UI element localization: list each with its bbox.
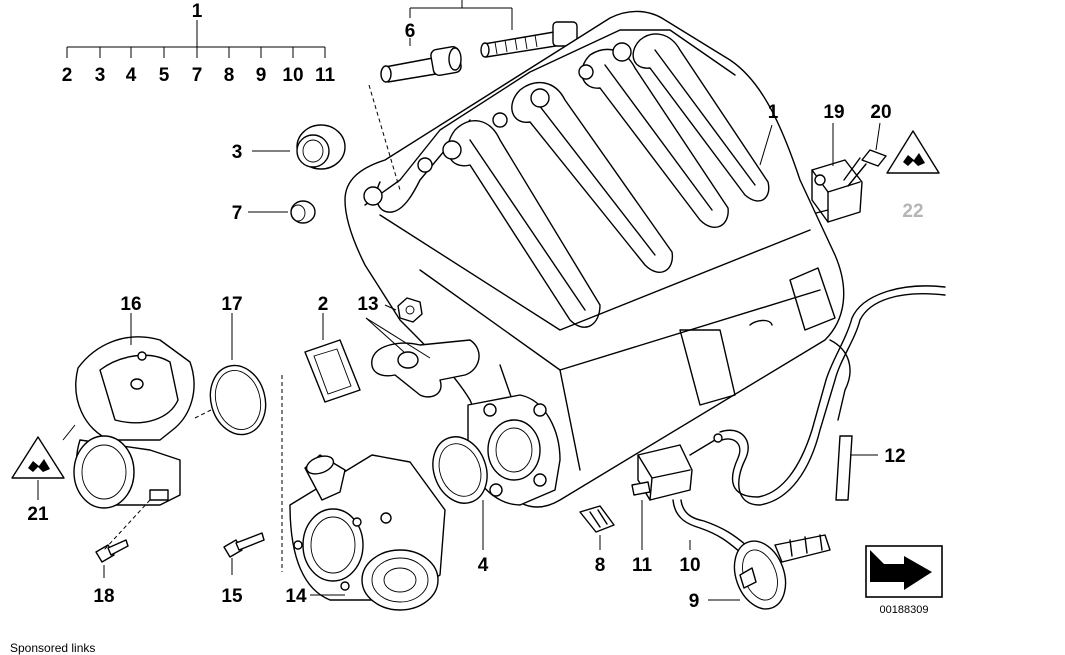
callout-5-kit[interactable]: 5 bbox=[159, 65, 170, 86]
callout-19[interactable]: 19 bbox=[823, 102, 844, 123]
callout-9-kit[interactable]: 9 bbox=[256, 65, 267, 86]
part-17-gasket[interactable] bbox=[203, 359, 273, 441]
part-18-bolt[interactable] bbox=[95, 539, 129, 563]
callout-1-manifold[interactable]: 1 bbox=[768, 102, 779, 123]
kit-bracket bbox=[66, 20, 326, 58]
callout-8[interactable]: 8 bbox=[595, 555, 606, 576]
sponsored-links-label: Sponsored links bbox=[10, 641, 96, 655]
callout-9[interactable]: 9 bbox=[689, 591, 700, 612]
callout-14[interactable]: 14 bbox=[285, 586, 307, 607]
callout-16[interactable]: 16 bbox=[120, 294, 141, 315]
part-10-hose[interactable] bbox=[672, 499, 747, 553]
part-12-vacuum-hose[interactable] bbox=[719, 285, 946, 506]
callout-7-kit[interactable]: 7 bbox=[192, 65, 203, 86]
callout-1-kit[interactable]: 1 bbox=[192, 1, 203, 22]
callout-2-kit[interactable]: 2 bbox=[62, 65, 73, 86]
warning-triangle-icon[interactable] bbox=[11, 436, 65, 479]
part-20-screw[interactable] bbox=[843, 149, 887, 187]
part-7-ring[interactable] bbox=[290, 200, 316, 224]
callout-13[interactable]: 13 bbox=[357, 294, 378, 315]
part-16-throttle-body[interactable] bbox=[73, 336, 195, 509]
callout-4[interactable]: 4 bbox=[478, 555, 489, 576]
part-19-valve[interactable] bbox=[811, 159, 863, 223]
callout-2[interactable]: 2 bbox=[318, 294, 329, 315]
part-11-solenoid-valve[interactable] bbox=[631, 433, 723, 501]
part-14-egr-valve[interactable] bbox=[289, 453, 446, 611]
reference-number: 00188309 bbox=[880, 604, 929, 616]
callout-3[interactable]: 3 bbox=[232, 142, 243, 163]
callout-3-kit[interactable]: 3 bbox=[95, 65, 106, 86]
navigation-arrow-icon[interactable] bbox=[865, 545, 943, 598]
callout-11[interactable]: 11 bbox=[632, 555, 653, 576]
callout-15[interactable]: 15 bbox=[221, 586, 243, 607]
part-3-ring[interactable] bbox=[296, 124, 346, 170]
callout-12[interactable]: 12 bbox=[884, 446, 905, 467]
callout-22[interactable]: 22 bbox=[902, 201, 923, 222]
callout-11-kit[interactable]: 11 bbox=[315, 65, 336, 86]
callout-18[interactable]: 18 bbox=[93, 586, 114, 607]
callout-10-kit[interactable]: 10 bbox=[282, 65, 303, 86]
callout-20[interactable]: 20 bbox=[870, 102, 891, 123]
callout-7[interactable]: 7 bbox=[232, 203, 243, 224]
callout-6[interactable]: 6 bbox=[405, 21, 416, 42]
callout-4-kit[interactable]: 4 bbox=[126, 65, 137, 86]
part-2-gasket[interactable] bbox=[304, 339, 361, 403]
callout-17[interactable]: 17 bbox=[221, 294, 242, 315]
part-4-gasket[interactable] bbox=[424, 429, 496, 511]
part-15-bolt[interactable] bbox=[223, 532, 265, 558]
callout-10[interactable]: 10 bbox=[679, 555, 700, 576]
warning-triangle-icon[interactable] bbox=[886, 130, 940, 174]
callout-8-kit[interactable]: 8 bbox=[224, 65, 235, 86]
part-8-clip[interactable] bbox=[579, 505, 615, 533]
part-1-intake-manifold[interactable] bbox=[344, 10, 845, 508]
part-13-nut[interactable] bbox=[397, 297, 423, 323]
callout-21[interactable]: 21 bbox=[27, 504, 49, 525]
part-9-vacuum-unit[interactable] bbox=[725, 534, 831, 616]
part-6-bolts[interactable] bbox=[380, 0, 578, 83]
